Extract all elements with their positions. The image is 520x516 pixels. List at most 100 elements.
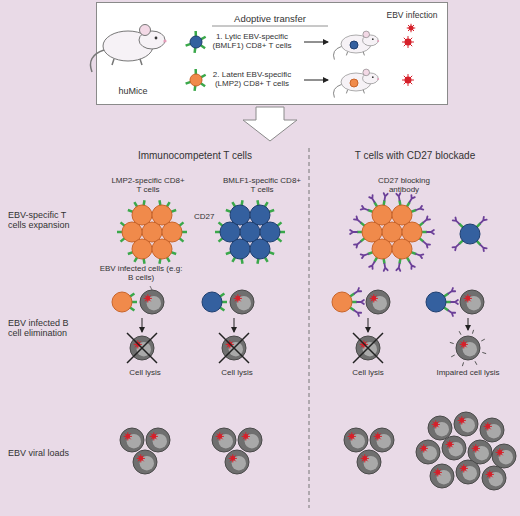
virus-icon <box>486 470 494 478</box>
t-cell <box>453 217 487 251</box>
virus-icon <box>144 294 152 302</box>
virus-icon <box>234 294 242 302</box>
blocking-antibody <box>427 230 434 234</box>
virus-icon <box>370 294 378 302</box>
t-cell <box>152 200 176 225</box>
infected-b-cell <box>370 428 394 452</box>
blocking-antibody <box>423 216 430 222</box>
panel-text: EBV infection <box>381 11 443 21</box>
virus-icon <box>446 440 454 448</box>
t-cell <box>250 200 274 225</box>
virus-icon <box>420 444 428 452</box>
infected-b-cell <box>133 450 157 474</box>
t-cell <box>128 239 152 264</box>
blocking-antibody <box>357 300 364 304</box>
t-cell <box>392 193 423 225</box>
infected-b-cell <box>146 428 170 452</box>
divider-line <box>309 148 310 508</box>
virus-icon <box>216 432 224 440</box>
annotation-label: Immunocompetent T cells <box>115 150 275 162</box>
virus-icon <box>361 454 369 462</box>
annotation-label: EBV-specific T cells expansion <box>8 210 86 231</box>
blocking-antibody <box>384 193 388 200</box>
infected-b-cell <box>482 466 506 490</box>
annotation-label: Cell lysis <box>343 368 393 377</box>
blocking-antibody <box>451 300 458 304</box>
t-cell <box>112 292 137 312</box>
blocking-antibody <box>410 195 415 202</box>
t-cell <box>332 288 364 316</box>
annotation-label: EBV infected B cell elimination <box>8 318 84 339</box>
t-cell <box>250 239 274 264</box>
annotation-label: EBV infected cells (e.g: B cells) <box>96 264 186 282</box>
virus-icon <box>464 294 472 302</box>
infected-b-cell <box>456 460 480 484</box>
leader-line <box>150 286 152 290</box>
t-cell <box>361 193 392 225</box>
panel-text: Adoptive transfer <box>215 14 325 25</box>
panel-text: 2. Latent EBV-specific (LMP2) CD8+ T cel… <box>203 70 301 88</box>
infected-b-cell <box>428 416 452 440</box>
infected-b-cell <box>442 436 466 460</box>
process-arrow <box>368 318 369 332</box>
process-arrow <box>234 318 235 332</box>
blocking-antibody <box>350 230 357 234</box>
panel-text: huMice <box>101 86 165 96</box>
t-cell <box>117 222 142 242</box>
virus-icon <box>458 416 466 424</box>
t-cell <box>260 222 285 242</box>
blocking-antibody <box>480 217 486 223</box>
virus-icon <box>484 422 492 430</box>
virus-icon <box>229 454 237 462</box>
virus-icon <box>432 420 440 428</box>
t-cell <box>128 200 152 225</box>
infected-b-cell <box>430 464 454 488</box>
annotation-label: CD27 <box>194 212 224 221</box>
blocking-antibody <box>369 262 374 269</box>
blocking-antibody <box>416 206 423 210</box>
t-cell-cluster <box>350 193 434 271</box>
t-cell <box>152 239 176 264</box>
infected-b-cell <box>357 450 381 474</box>
blocking-antibody <box>354 216 361 222</box>
virus-icon <box>348 432 356 440</box>
t-cell <box>226 239 250 264</box>
annotation-label: EBV viral loads <box>8 448 86 458</box>
blocking-antibody <box>354 310 361 316</box>
lysis-cross <box>353 333 383 363</box>
t-cell-cluster <box>117 200 187 264</box>
process-arrow <box>142 318 143 332</box>
virus-icon <box>150 432 158 440</box>
virus-icon <box>374 432 382 440</box>
infected-b-cell <box>238 428 262 452</box>
t-cell <box>215 222 240 242</box>
blocking-antibody <box>361 254 368 258</box>
infected-b-cell <box>416 440 440 464</box>
annotation-label: Impaired cell lysis <box>430 368 506 377</box>
lysis-cross <box>127 333 157 363</box>
annotation-label: Cell lysis <box>120 368 170 377</box>
virus-icon <box>496 448 504 456</box>
infected-b-cell <box>230 290 254 314</box>
infected-b-cell <box>492 444 516 468</box>
annotation-label: LMP2-specific CD8+ T cells <box>108 176 188 194</box>
virus-icon <box>137 454 145 462</box>
virus-icon <box>242 432 250 440</box>
lower-illustration <box>112 193 516 490</box>
infected-b-cell <box>120 428 144 452</box>
infected-b-cell <box>366 290 390 314</box>
process-arrow <box>468 318 469 330</box>
virus-icon <box>460 464 468 472</box>
t-cell <box>202 292 227 312</box>
blocking-antibody <box>384 264 388 271</box>
virus-icon <box>460 340 468 348</box>
blocking-antibody <box>480 245 486 251</box>
t-cell <box>392 239 423 271</box>
t-cell <box>426 288 458 316</box>
blocking-antibody <box>354 288 361 294</box>
blocking-antibody <box>453 218 459 224</box>
t-cell-cluster <box>215 200 285 264</box>
blocking-antibody <box>416 254 423 258</box>
lysis-cross <box>219 333 249 363</box>
